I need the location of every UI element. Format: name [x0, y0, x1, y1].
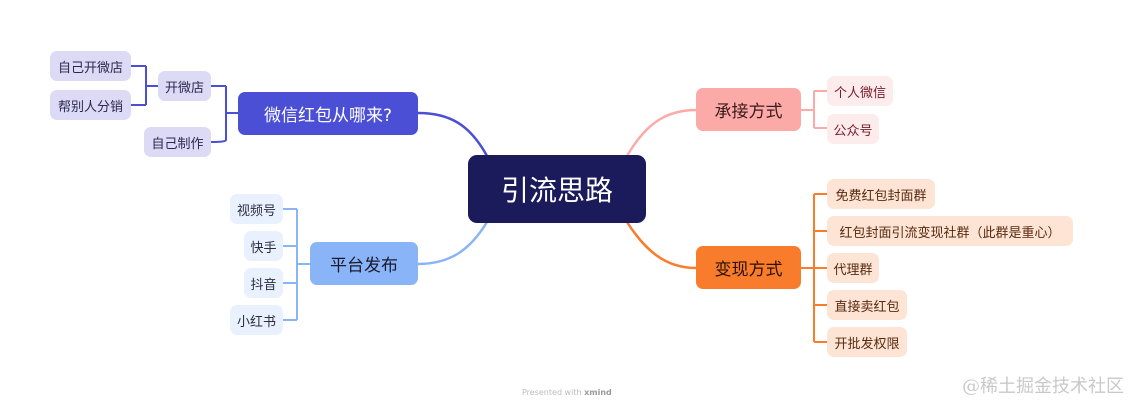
footer-prefix: Presented with: [522, 388, 582, 397]
topic-agent-group[interactable]: 代理群: [827, 253, 879, 283]
topic-xiaohongshu[interactable]: 小红书: [230, 305, 283, 335]
topic-kuaishou[interactable]: 快手: [244, 231, 283, 261]
root-topic[interactable]: 引流思路: [468, 155, 646, 223]
topic-channels[interactable]: 视频号: [230, 194, 283, 224]
footer-credit: Presented with xmind: [522, 388, 612, 397]
topic-self-make[interactable]: 自己制作: [144, 127, 211, 157]
topic-sell-directly[interactable]: 直接卖红包: [827, 290, 907, 320]
topic-open-microstore[interactable]: 开微店: [158, 71, 211, 101]
branch-monetization[interactable]: 变现方式: [696, 246, 801, 289]
topic-personal-wechat[interactable]: 个人微信: [827, 76, 893, 106]
topic-douyin[interactable]: 抖音: [244, 268, 283, 298]
topic-free-cover-group[interactable]: 免费红包封面群: [827, 179, 935, 209]
branch-platform-publish[interactable]: 平台发布: [310, 242, 418, 285]
branch-wechat-redpacket-source[interactable]: 微信红包从哪来?: [238, 92, 418, 135]
branch-receiving-method[interactable]: 承接方式: [696, 88, 801, 131]
topic-cover-community[interactable]: 红包封面引流变现社群（此群是重心）: [827, 216, 1073, 246]
topic-wholesale-rights[interactable]: 开批发权限: [827, 327, 907, 357]
topic-own-microstore[interactable]: 自己开微店: [50, 51, 131, 81]
topic-distribution[interactable]: 帮别人分销: [50, 90, 131, 120]
topic-official-account[interactable]: 公众号: [827, 114, 879, 144]
footer-brand: xmind: [584, 388, 612, 397]
watermark: @稀土掘金技术社区: [962, 376, 1124, 397]
